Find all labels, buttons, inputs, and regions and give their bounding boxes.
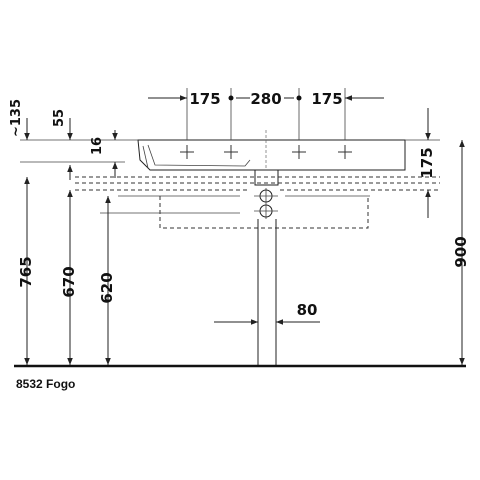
dim-670: 670 <box>60 266 78 297</box>
top-dimension-chain <box>148 88 384 140</box>
dim-approx-135: ~135 <box>9 99 24 137</box>
reference-lines <box>75 176 440 229</box>
dim-right-175: 175 <box>418 147 436 178</box>
tap-hole-2 <box>224 145 238 159</box>
dim-620: 620 <box>98 272 116 303</box>
dim-80: 80 <box>297 301 318 319</box>
tap-hole-3 <box>292 145 306 159</box>
dim-top-175-left: 175 <box>189 90 220 108</box>
right-175-dimension <box>405 108 440 218</box>
tap-hole-1 <box>180 145 194 159</box>
left-top-dimensions <box>20 118 138 180</box>
dim-16: 16 <box>90 137 105 155</box>
tap-hole-4 <box>338 145 352 159</box>
dim-top-280: 280 <box>250 90 281 108</box>
drain-siphon <box>254 188 278 365</box>
dim-765: 765 <box>17 256 35 287</box>
basin-outline <box>137 130 406 186</box>
tap-hole-markers <box>180 145 352 159</box>
dim-55: 55 <box>52 109 67 127</box>
dim-top-175-right: 175 <box>311 90 342 108</box>
dim-900: 900 <box>452 236 470 267</box>
height-dimensions <box>24 140 465 365</box>
product-caption: 8532 Fogo <box>16 377 75 391</box>
